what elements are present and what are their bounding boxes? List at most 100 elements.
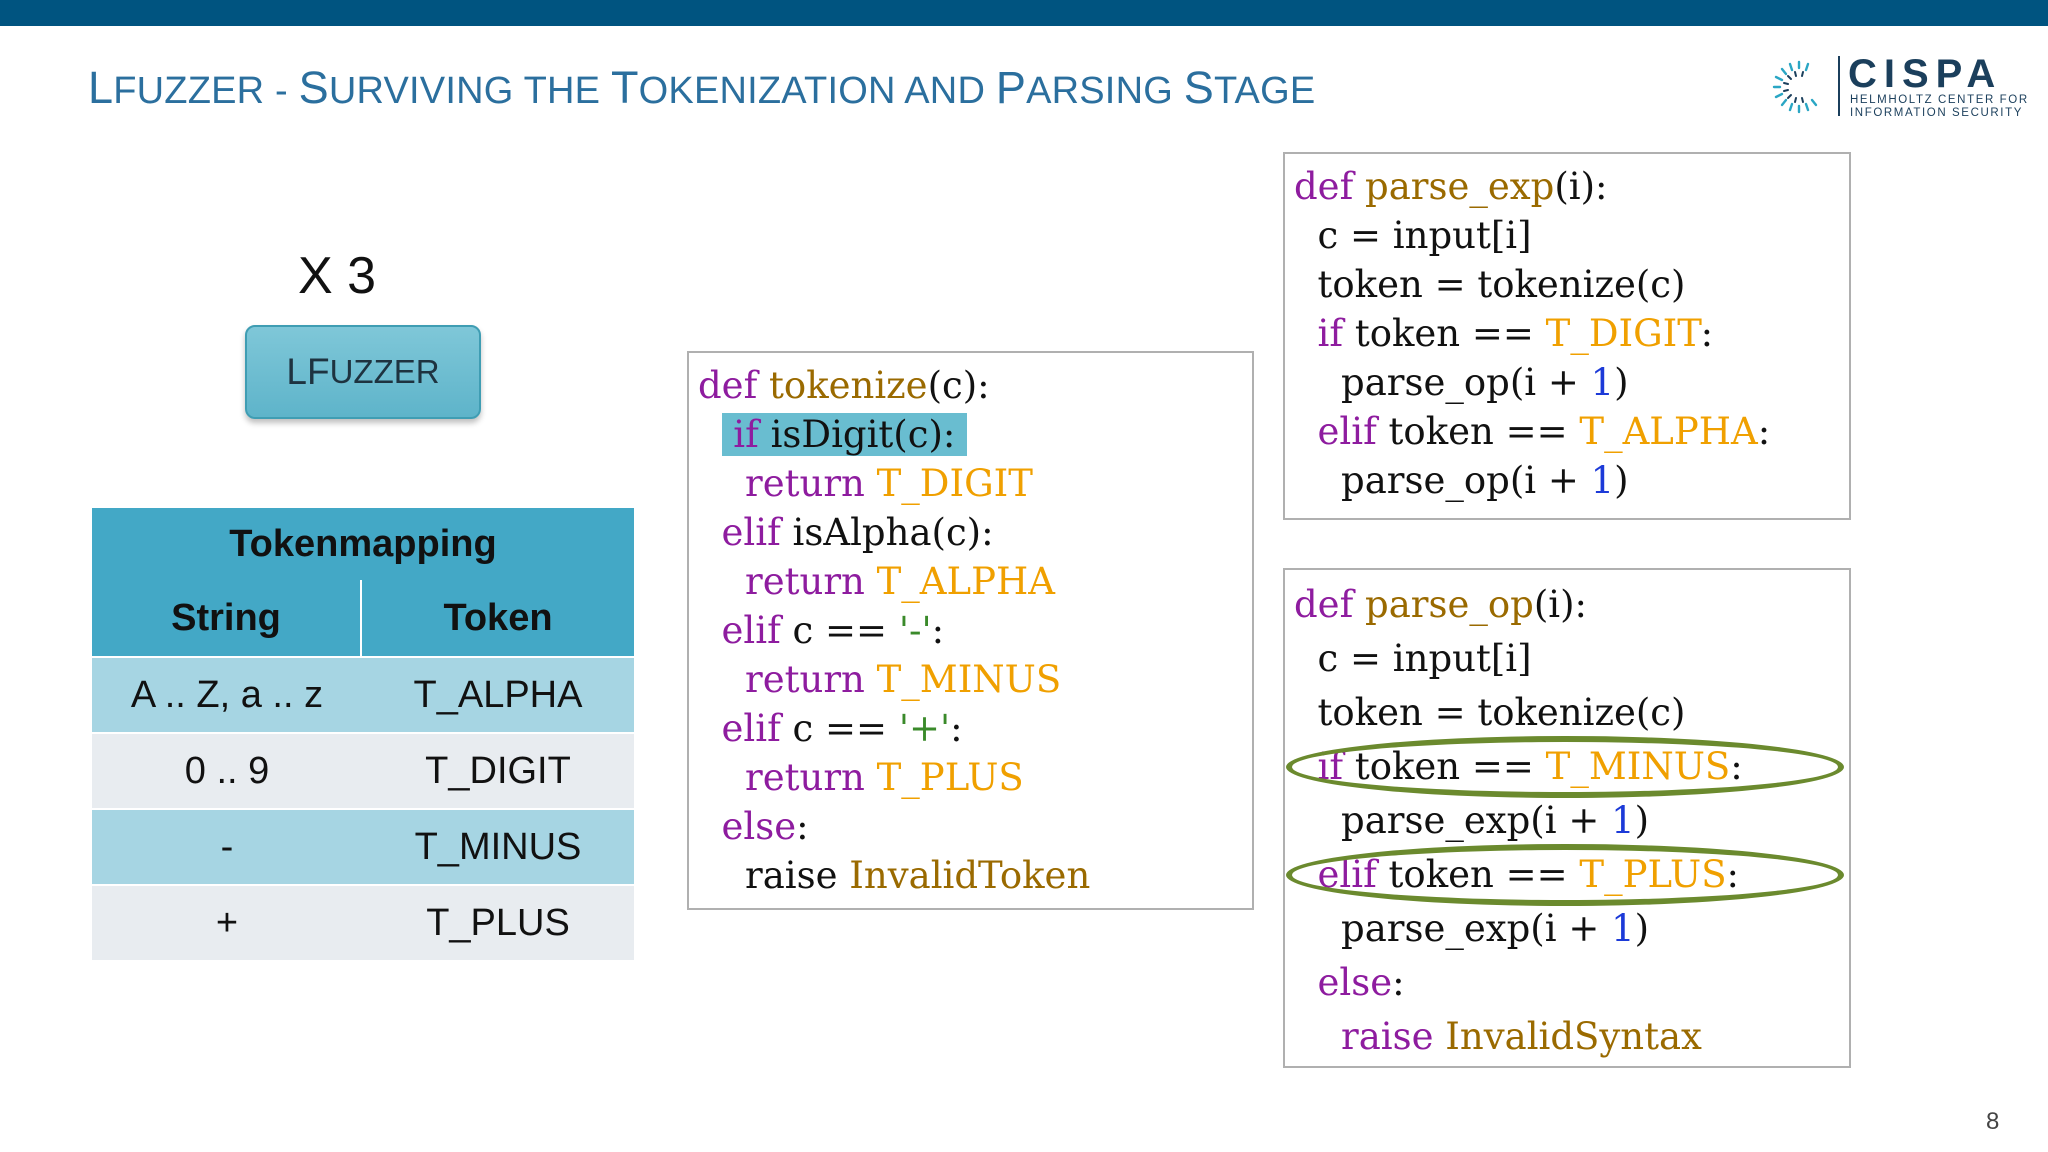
code-text-segment: )	[1634, 799, 1650, 842]
code-text-segment: c = input[i]	[1317, 214, 1532, 257]
title-part: L	[88, 62, 114, 113]
title-part: T	[610, 62, 639, 113]
logo-subtitle-line: INFORMATION SECURITY	[1850, 107, 2023, 119]
code-text-segment: )	[1614, 459, 1629, 502]
table-cell: T_MINUS	[414, 825, 582, 868]
code-text-segment: (i):	[1533, 583, 1587, 626]
table-cell: +	[215, 901, 239, 944]
code-keyword: else	[721, 805, 797, 848]
code-text-segment: :	[1700, 312, 1714, 355]
repeat-label: X 3	[298, 247, 377, 305]
code-text-segment: isDigit(c):	[758, 413, 956, 456]
code-text-segment: isAlpha(c):	[780, 511, 994, 554]
title-part: S	[298, 62, 329, 113]
code-function-name: parse_op	[1365, 583, 1534, 626]
code-text: def parse_exp(i): c = input[i] token = t…	[1294, 162, 1849, 505]
code-exception-name: InvalidSyntax	[1445, 1015, 1702, 1058]
code-text-segment: parse_exp(i +	[1341, 907, 1612, 950]
code-keyword: raise	[745, 854, 838, 897]
highlight-ellipse-minus	[1286, 736, 1844, 798]
code-text-segment: (c):	[927, 364, 990, 407]
code-keyword: def	[698, 364, 758, 407]
code-constant: T_MINUS	[876, 658, 1062, 701]
highlighted-line: if isDigit(c):	[721, 413, 968, 456]
code-text-segment: :	[1392, 961, 1405, 1004]
title-part: TAGE	[1213, 70, 1316, 112]
code-text-segment: :	[1757, 410, 1771, 453]
code-constant: T_DIGIT	[876, 462, 1033, 505]
code-keyword: if	[733, 413, 759, 456]
slide-title: LFUZZER - SURVIVING THE TOKENIZATION AND…	[88, 62, 1315, 118]
lfuzzer-label-part: F	[306, 351, 330, 392]
code-text-segment: token ==	[1376, 410, 1580, 453]
table-cell: -	[220, 825, 234, 868]
code-text-segment: parse_op(i +	[1341, 459, 1591, 502]
code-keyword: return	[745, 756, 865, 799]
code-exception-name: InvalidToken	[849, 854, 1091, 897]
code-block-tokenize: def tokenize(c): if isDigit(c): return T…	[687, 351, 1254, 910]
code-keyword: elif	[721, 707, 781, 750]
column-header-string: String	[92, 580, 362, 656]
code-text-segment: parse_exp(i +	[1341, 799, 1612, 842]
logo-subtitle: HELMHOLTZ CENTER FOR INFORMATION SECURIT…	[1850, 94, 2029, 120]
cispa-logo-icon	[1772, 60, 1818, 114]
title-part: P	[995, 62, 1027, 113]
cispa-logo: CISPA HELMHOLTZ CENTER FOR INFORMATION S…	[1768, 52, 2027, 124]
code-keyword: else	[1317, 961, 1393, 1004]
table-cell: T_DIGIT	[425, 749, 571, 792]
code-number: 1	[1611, 907, 1635, 950]
title-part: OKENIZATION AND	[638, 70, 996, 112]
table-row: A .. Z, a .. z T_ALPHA	[92, 656, 634, 732]
code-number: 1	[1590, 361, 1615, 404]
code-constant: T_PLUS	[876, 756, 1024, 799]
code-constant: T_DIGIT	[1545, 312, 1701, 355]
code-keyword: return	[745, 560, 865, 603]
table-row: + T_PLUS	[92, 884, 634, 960]
title-part: URVIVING THE	[328, 70, 611, 112]
code-text-segment: token ==	[1343, 312, 1546, 355]
table-header: Tokenmapping String Token	[92, 508, 634, 656]
page-number: 8	[1986, 1108, 2000, 1135]
code-keyword: if	[1317, 312, 1344, 355]
code-text-segment: )	[1634, 907, 1650, 950]
code-keyword: elif	[721, 511, 781, 554]
table-title: Tokenmapping	[229, 522, 497, 565]
table-cell: T_ALPHA	[413, 673, 583, 716]
code-keyword: elif	[1317, 410, 1377, 453]
code-string: '+'	[898, 707, 951, 750]
code-text-segment: token = tokenize(c)	[1317, 263, 1686, 306]
code-block-parse-op: def parse_op(i): c = input[i] token = to…	[1283, 568, 1851, 1068]
table-row: 0 .. 9 T_DIGIT	[92, 732, 634, 808]
table-cell: 0 .. 9	[184, 749, 270, 792]
highlight-ellipse-plus	[1286, 844, 1844, 906]
table-row: - T_MINUS	[92, 808, 634, 884]
lfuzzer-label-part: L	[286, 351, 307, 392]
table-cell: T_PLUS	[426, 901, 570, 944]
code-block-parse-exp: def parse_exp(i): c = input[i] token = t…	[1283, 152, 1851, 520]
code-keyword: return	[745, 658, 865, 701]
code-keyword: def	[1294, 165, 1354, 208]
code-text: def tokenize(c): if isDigit(c): return T…	[698, 361, 1252, 900]
code-text-segment: c = input[i]	[1317, 637, 1532, 680]
title-part: FUZZER -	[113, 70, 299, 112]
code-function-name: parse_exp	[1365, 165, 1555, 208]
table-cell: A .. Z, a .. z	[130, 673, 324, 716]
code-function-name: tokenize	[769, 364, 928, 407]
code-constant: T_ALPHA	[876, 560, 1055, 603]
code-text: def parse_op(i): c = input[i] token = to…	[1294, 578, 1849, 1064]
code-keyword: raise	[1341, 1015, 1434, 1058]
top-bar	[0, 0, 2048, 26]
title-part: ARSING	[1026, 70, 1184, 112]
code-text-segment: token = tokenize(c)	[1317, 691, 1686, 734]
code-text-segment: :	[950, 707, 963, 750]
code-text-segment: :	[931, 609, 945, 652]
logo-name: CISPA	[1848, 52, 2003, 96]
code-text-segment: c ==	[780, 609, 899, 652]
token-mapping-table: Tokenmapping String Token A .. Z, a .. z…	[92, 508, 634, 960]
code-number: 1	[1590, 459, 1615, 502]
table-column-headers: String Token	[92, 580, 634, 656]
logo-subtitle-line: HELMHOLTZ CENTER FOR	[1850, 94, 2029, 106]
code-number: 1	[1611, 799, 1635, 842]
code-text-segment: :	[796, 805, 809, 848]
